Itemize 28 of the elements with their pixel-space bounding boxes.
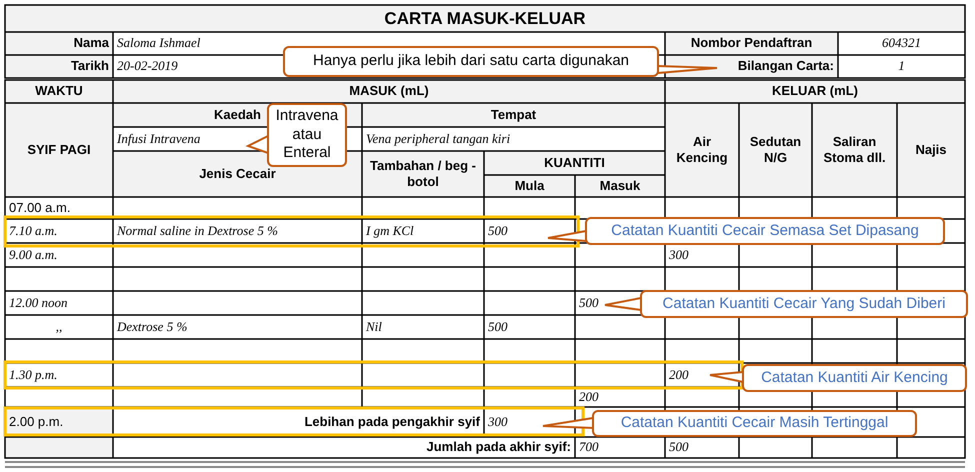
callout-bubble: Catatan Kuantiti Cecair Masih Tertinggal xyxy=(592,410,917,437)
header-cell: Masuk xyxy=(575,175,665,197)
callout-bubble: Catatan Kuantiti Cecair Semasa Set Dipasang xyxy=(585,217,945,245)
callout-pointer xyxy=(547,230,587,242)
header-cell: Najis xyxy=(897,103,965,197)
callout-bubble: Catatan Kuantiti Air Kencing xyxy=(742,364,967,392)
callout-pointer xyxy=(542,416,594,430)
header-cell: KELUAR (mL) xyxy=(665,80,965,103)
header-cell: Mula xyxy=(484,175,575,197)
callout-pointer xyxy=(245,134,269,154)
header-cell: SYIF PAGI xyxy=(5,103,113,197)
header-cell: Nombor Pendaftran xyxy=(665,32,838,55)
callout-bubble: Intravena atau Enteral xyxy=(267,103,347,167)
callout-pointer xyxy=(657,64,718,74)
callout-pointer xyxy=(604,296,642,312)
chart-title: CARTA MASUK-KELUAR xyxy=(5,5,965,32)
callout-pointer xyxy=(709,370,744,384)
header-cell: Tempat xyxy=(362,103,665,127)
header-cell: WAKTU xyxy=(5,80,113,103)
callout-bubble: Hanya perlu jika lebih dari satu carta digunakan xyxy=(283,46,659,77)
header-cell: Air Kencing xyxy=(665,103,739,197)
header-cell: KUANTITI xyxy=(484,151,665,175)
header-cell: Saliran Stoma dll. xyxy=(812,103,897,197)
header-cell: Nama xyxy=(5,32,113,55)
header-cell: Sedutan N/G xyxy=(739,103,812,197)
header-cell: MASUK (mL) xyxy=(113,80,665,103)
header-cell: Tarikh xyxy=(5,55,113,78)
header-cell: Tambahan / beg - botol xyxy=(362,151,484,197)
